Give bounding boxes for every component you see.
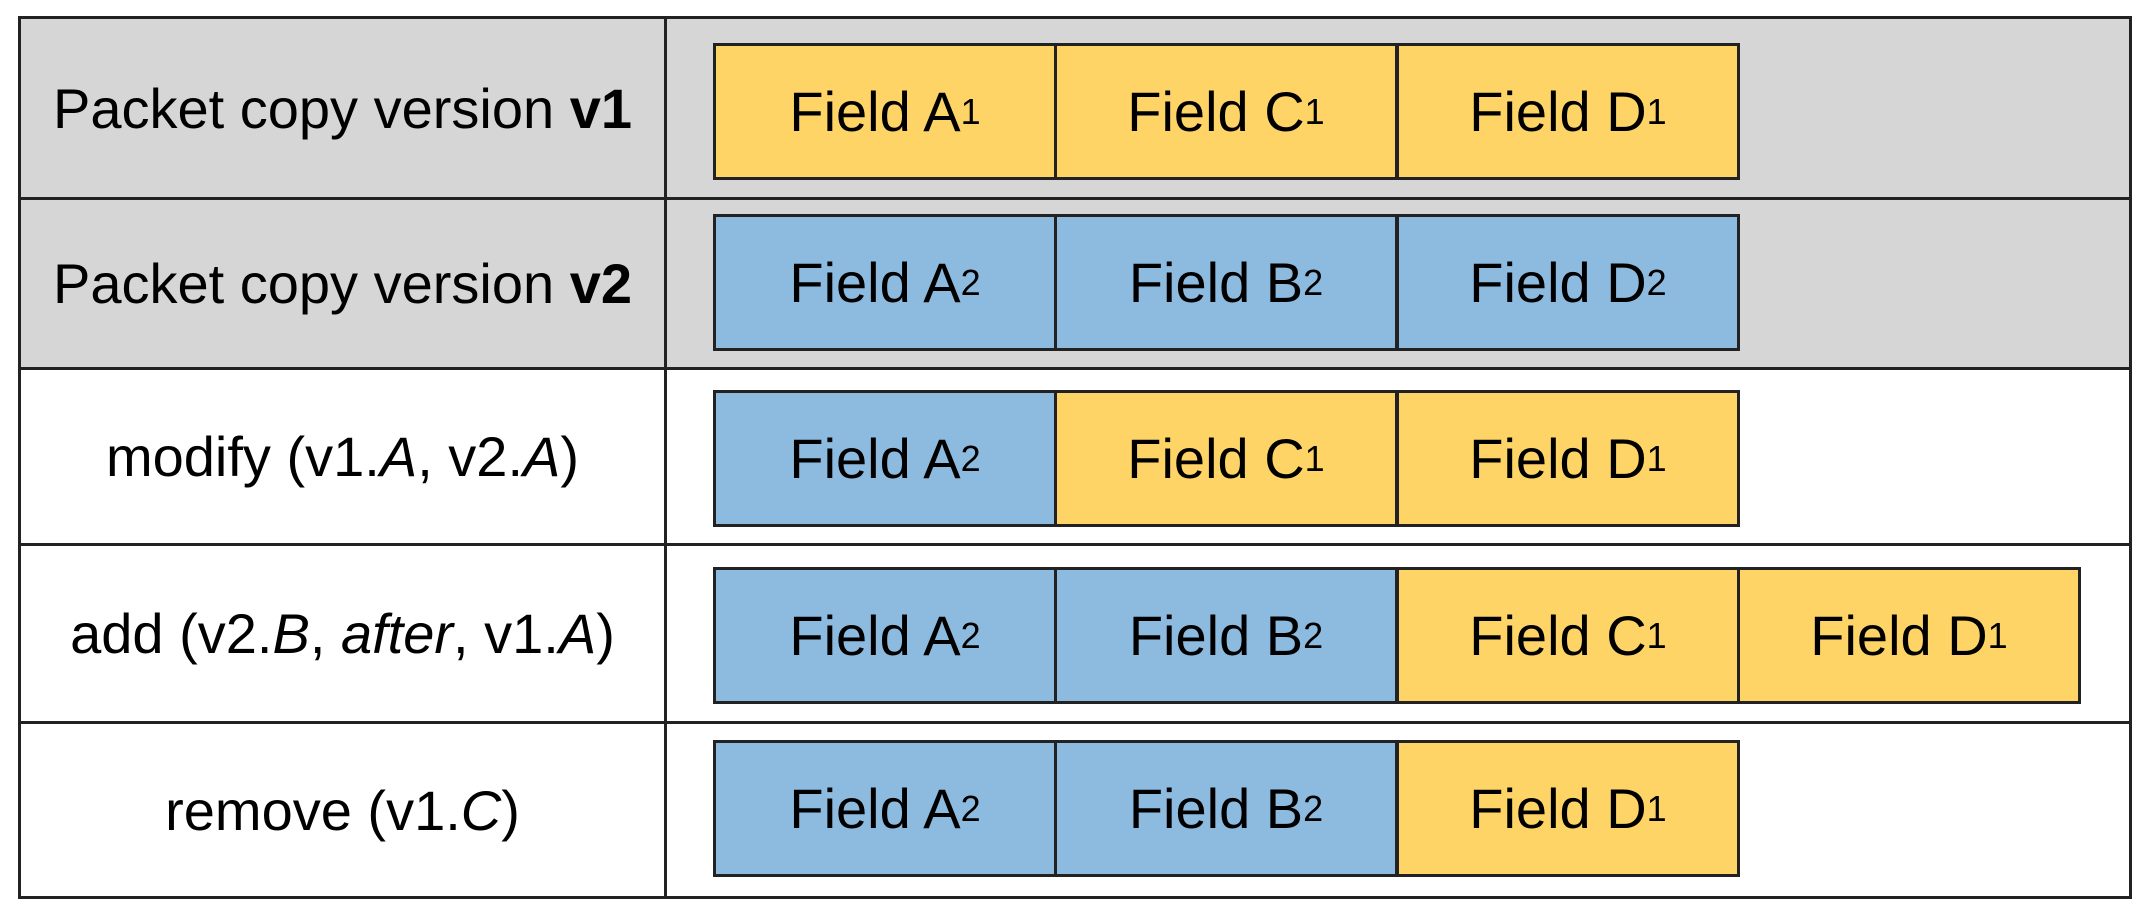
label-field-ref: A bbox=[558, 602, 597, 665]
label-text: Packet copy version bbox=[53, 252, 570, 315]
label-field-ref: A bbox=[379, 425, 418, 488]
label-text: modify (v1. bbox=[105, 425, 380, 488]
label-text: , v1. bbox=[453, 602, 559, 665]
field-label: Field A bbox=[789, 427, 961, 490]
row-label: Packet copy version v1 bbox=[21, 19, 667, 197]
field-label: Field A bbox=[789, 251, 961, 314]
label-text: ) bbox=[596, 602, 615, 665]
label-field-ref: B bbox=[272, 602, 310, 665]
field-label: Field B bbox=[1128, 777, 1304, 840]
field-label: Field C bbox=[1127, 427, 1305, 490]
label-position: after bbox=[340, 602, 454, 665]
label-version: v1 bbox=[569, 76, 632, 140]
label-text: Packet copy version bbox=[53, 76, 570, 140]
field-label: Field C bbox=[1127, 80, 1305, 143]
row-label: modify (v1.A, v2.A) bbox=[21, 370, 667, 543]
field-label: Field D bbox=[1469, 80, 1647, 143]
field-label: Field A bbox=[789, 777, 961, 840]
label-text: ) bbox=[501, 778, 520, 842]
field-label: Field B bbox=[1128, 604, 1304, 667]
field-label: Field D bbox=[1469, 251, 1647, 314]
field-label: Field D bbox=[1469, 777, 1647, 840]
label-field-ref: C bbox=[460, 778, 502, 842]
field-label: Field B bbox=[1128, 251, 1304, 314]
label-text: add (v2. bbox=[70, 602, 273, 665]
row-label: Packet copy version v2 bbox=[21, 200, 667, 367]
label-text: ) bbox=[560, 425, 580, 488]
field-label: Field D bbox=[1810, 604, 1988, 667]
label-text: remove (v1. bbox=[165, 778, 461, 842]
field-label: Field D bbox=[1469, 427, 1647, 490]
label-text: , bbox=[309, 602, 341, 665]
label-text: , v2. bbox=[417, 425, 524, 488]
row-label: add (v2.B, after, v1.A) bbox=[21, 546, 667, 721]
field-label: Field A bbox=[789, 604, 961, 667]
field-label: Field C bbox=[1469, 604, 1647, 667]
label-version: v2 bbox=[569, 252, 632, 315]
field-label: Field A bbox=[789, 80, 961, 143]
row-label: remove (v1.C) bbox=[21, 724, 667, 896]
label-field-ref: A bbox=[523, 425, 561, 488]
